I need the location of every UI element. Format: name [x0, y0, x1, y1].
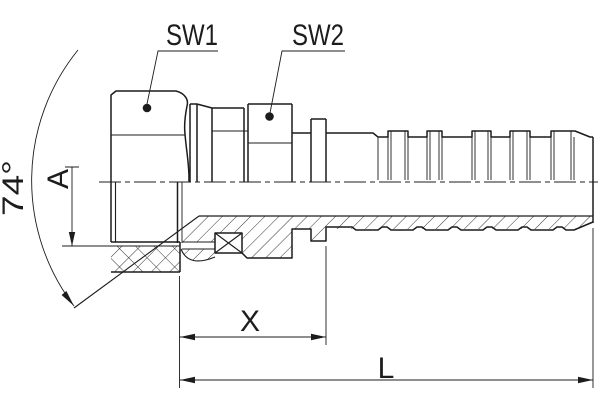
hose-tail-top-outline [326, 130, 593, 138]
nut-sw1-outline [110, 90, 190, 182]
nut-section-hatch [111, 246, 180, 272]
dimension-arrowheads [61, 103, 593, 384]
part-outline-lower [110, 182, 594, 273]
lower-detail-lines [73, 182, 243, 309]
label-dim-a: A [42, 169, 75, 189]
sw2-leader [269, 50, 345, 114]
thread-engagement-band [182, 241, 215, 250]
cone-angle-arc [31, 49, 79, 307]
cone-angle-arc-arrow [61, 291, 74, 306]
callout-labels: SW1 SW2 74° A X L [0, 19, 394, 385]
swivel-gap-outline [189, 103, 213, 182]
flare-cone-line [73, 215, 200, 309]
sw1-leader [146, 50, 218, 105]
barb-edge-lines [377, 131, 575, 180]
label-dim-l: L [378, 352, 395, 385]
sw1-reference-dot [142, 103, 152, 113]
barb-silhouette-verticals [377, 131, 575, 180]
dim-x-arrow-right [311, 333, 326, 341]
dim-l-arrow-right [578, 376, 593, 384]
seat-wedge-curve [180, 248, 216, 262]
dimension-lines [31, 49, 594, 388]
above-lock-box-hatch [215, 216, 242, 233]
part-outline-upper [110, 90, 594, 223]
tail-wall-section-hatch [326, 216, 593, 229]
upper-detail-lines [111, 130, 292, 144]
dim-a-arrow [68, 232, 76, 246]
body-sleeve-outline [211, 107, 245, 182]
dim-l-arrow-left [180, 376, 195, 384]
label-cone-angle: 74° [0, 160, 30, 216]
seat-wedge-hatch [181, 249, 215, 261]
hex-body-section-hatch [242, 216, 292, 258]
sw2-reference-dot [265, 112, 274, 121]
section-hatching [111, 216, 593, 272]
lower-profile [241, 221, 594, 259]
label-dim-x: X [240, 305, 260, 338]
label-sw1: SW1 [166, 19, 218, 52]
label-sw2: SW2 [292, 19, 344, 52]
nipple-nose-hatch [182, 216, 215, 242]
collar-section-hatch [311, 216, 326, 241]
hose-stop-collar-outline [310, 118, 327, 182]
neck-section-hatch [292, 216, 311, 229]
dim-x-arrow-left [180, 333, 195, 341]
lock-box-diagonals [214, 232, 243, 254]
